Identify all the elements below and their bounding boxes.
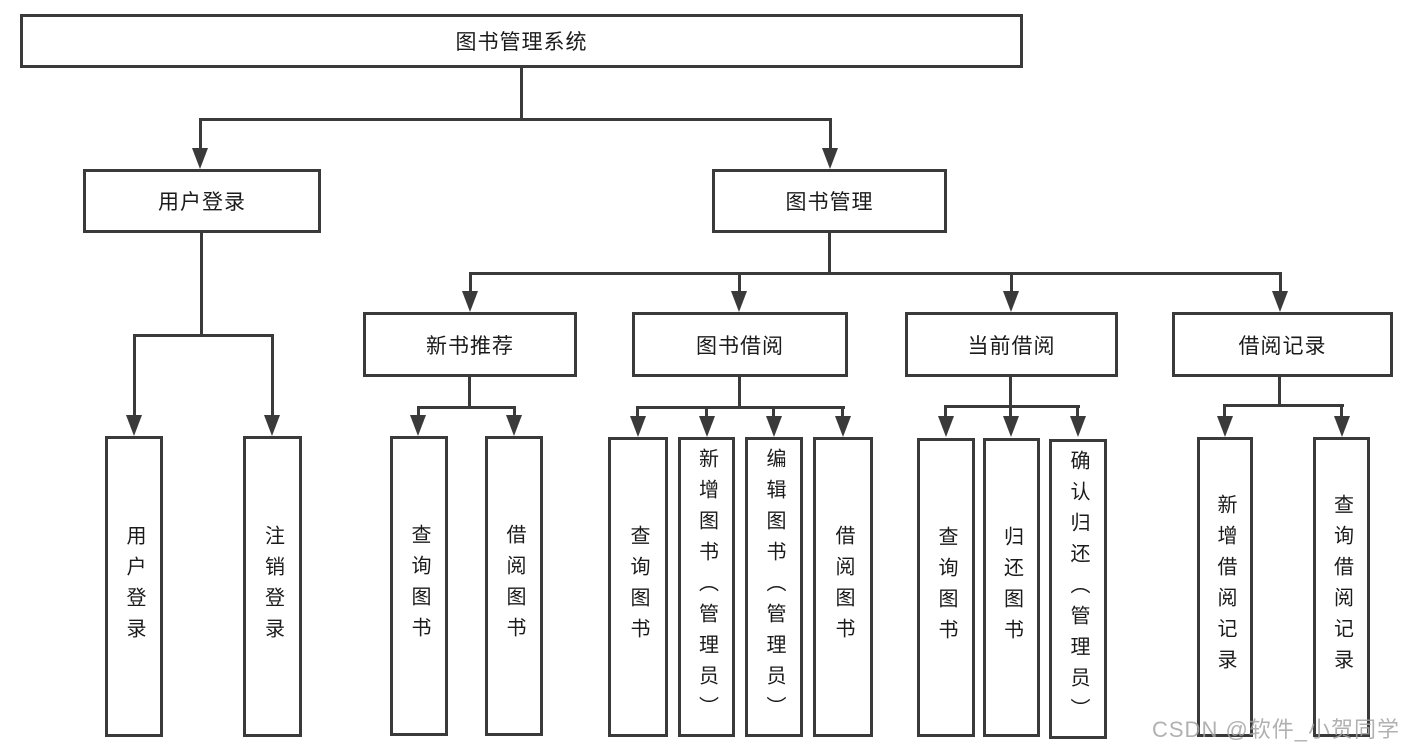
- arrowhead-icon: [835, 416, 851, 437]
- arrowhead-icon: [1003, 291, 1019, 312]
- connector-line: [944, 405, 947, 419]
- connector-line: [1009, 377, 1012, 408]
- connector-line: [705, 406, 708, 419]
- node-label: 图书借阅: [696, 334, 784, 358]
- connector-line: [828, 233, 831, 275]
- node-label: 用户登录: [158, 191, 246, 214]
- node-label: 图书管理系统: [455, 31, 588, 54]
- node-label: 查询图书: [627, 525, 649, 649]
- leaf-current-confirm-return-admin: 确认归还（管理员）: [1049, 439, 1107, 739]
- connector-line: [1076, 405, 1079, 419]
- leaf-recommend-borrow-books: 借阅图书: [485, 436, 543, 736]
- leaf-borrow-edit-books-admin: 编辑图书（管理员）: [745, 437, 803, 737]
- leaf-records-add-borrow-record: 新增借阅记录: [1197, 437, 1253, 737]
- node-label: 新增图书（管理员）: [695, 447, 718, 727]
- leaf-borrow-query-books: 查询图书: [608, 437, 668, 737]
- connector-line: [469, 272, 1282, 275]
- connector-line: [636, 406, 639, 419]
- connector-line: [1010, 272, 1013, 292]
- node-label: 图书管理: [785, 191, 874, 214]
- arrowhead-icon: [699, 416, 715, 437]
- node-label: 查询图书: [408, 524, 430, 648]
- connector-line: [133, 334, 274, 337]
- arrowhead-icon: [506, 415, 522, 436]
- node-label: 借阅图书: [503, 524, 525, 648]
- connector-line: [738, 377, 741, 409]
- leaf-recommend-query-books: 查询图书: [390, 436, 448, 736]
- connector-line: [636, 406, 845, 409]
- leaf-records-query-borrow-record: 查询借阅记录: [1313, 437, 1370, 737]
- node-borrow-records: 借阅记录: [1172, 312, 1393, 377]
- leaf-logout: 注销登录: [243, 436, 302, 737]
- node-label: 确认归还（管理员）: [1067, 449, 1089, 729]
- arrowhead-icon: [264, 415, 280, 436]
- csdn-watermark: CSDN @软件_小贺同学: [1152, 717, 1401, 742]
- connector-line: [520, 67, 523, 121]
- leaf-borrow-add-books-admin: 新增图书（管理员）: [678, 437, 735, 737]
- arrowhead-icon: [1003, 416, 1019, 437]
- arrowhead-icon: [126, 415, 142, 436]
- leaf-borrow-borrow-books: 借阅图书: [813, 437, 873, 737]
- node-label: 编辑图书（管理员）: [763, 447, 785, 727]
- connector-line: [199, 118, 832, 121]
- arrowhead-icon: [410, 415, 426, 436]
- connector-line: [271, 334, 274, 416]
- node-user-login: 用户登录: [83, 169, 321, 233]
- connector-line: [133, 334, 136, 416]
- arrowhead-icon: [1217, 416, 1233, 437]
- node-book-borrow: 图书借阅: [632, 312, 848, 377]
- node-book-management: 图书管理: [712, 169, 947, 233]
- leaf-user-login: 用户登录: [105, 436, 163, 737]
- connector-line: [417, 406, 420, 418]
- connector-line: [1009, 405, 1012, 419]
- connector-line: [468, 377, 471, 409]
- connector-line: [1223, 404, 1226, 418]
- node-label: 借阅记录: [1238, 334, 1327, 358]
- connector-line: [944, 405, 1080, 408]
- arrowhead-icon: [192, 148, 208, 169]
- node-label: 注销登录: [261, 524, 284, 649]
- node-label: 用户登录: [123, 524, 145, 649]
- connector-line: [469, 272, 472, 292]
- connector-line: [1223, 404, 1344, 407]
- arrowhead-icon: [938, 416, 954, 437]
- arrowhead-icon: [731, 291, 747, 312]
- arrowhead-icon: [630, 416, 646, 437]
- arrowhead-icon: [766, 416, 782, 437]
- node-root-library-system: 图书管理系统: [20, 14, 1023, 68]
- leaf-current-return-books: 归还图书: [983, 438, 1040, 737]
- leaf-current-query-books: 查询图书: [917, 438, 975, 737]
- arrowhead-icon: [1070, 416, 1086, 437]
- arrowhead-icon: [822, 148, 838, 169]
- arrowhead-icon: [1334, 416, 1350, 437]
- connector-line: [738, 272, 741, 292]
- connector-line: [200, 233, 203, 337]
- arrowhead-icon: [1272, 291, 1288, 312]
- node-label: 查询图书: [935, 525, 957, 650]
- arrowhead-icon: [462, 291, 478, 312]
- connector-line: [841, 406, 844, 419]
- connector-line: [1278, 377, 1281, 407]
- connector-line: [417, 406, 516, 409]
- connector-line: [199, 118, 202, 150]
- node-new-book-recommend: 新书推荐: [363, 312, 577, 377]
- connector-line: [829, 118, 832, 150]
- node-label: 借阅图书: [832, 525, 854, 649]
- node-label: 归还图书: [1000, 525, 1023, 650]
- node-current-borrow: 当前借阅: [905, 312, 1118, 377]
- connector-line: [1279, 272, 1282, 292]
- connector-line: [513, 406, 516, 418]
- node-label: 新书推荐: [426, 334, 514, 358]
- connector-line: [772, 406, 775, 419]
- node-label: 查询借阅记录: [1330, 494, 1353, 680]
- connector-line: [1340, 404, 1343, 418]
- node-label: 新增借阅记录: [1214, 494, 1236, 680]
- node-label: 当前借阅: [967, 334, 1056, 358]
